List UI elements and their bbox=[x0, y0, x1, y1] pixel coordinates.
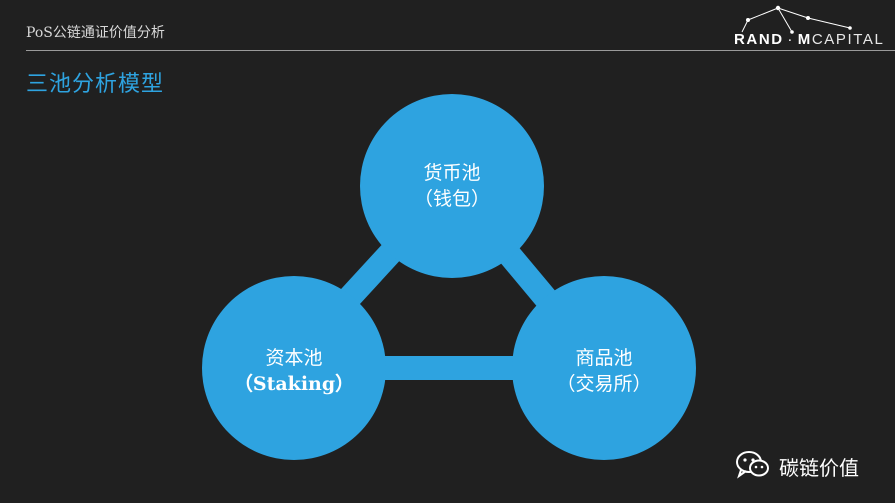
capital-pool-label: 资本池 （Staking） bbox=[194, 345, 394, 397]
logo-wordmark: RAND·MCAPITAL bbox=[734, 31, 884, 48]
capital-pool-name: 资本池 bbox=[265, 347, 323, 369]
logo-o-dot-icon: · bbox=[787, 31, 795, 48]
random-capital-logo: RAND·MCAPITAL bbox=[726, 4, 895, 50]
commodity-pool-label: 商品池 （交易所） bbox=[504, 345, 704, 397]
capital-pool-circle bbox=[202, 276, 386, 460]
logo-text-m: M bbox=[797, 31, 812, 48]
commodity-pool-name: 商品池 bbox=[575, 347, 633, 369]
logo-text-rand: RAND bbox=[734, 31, 784, 48]
logo-text-capital: CAPITAL bbox=[811, 31, 885, 48]
watermark-text: 碳链价值 bbox=[779, 456, 859, 480]
wechat-icon bbox=[736, 451, 769, 479]
commodity-pool-subtitle: （交易所） bbox=[556, 373, 652, 395]
commodity-pool-circle bbox=[512, 276, 696, 460]
constellation-icon bbox=[741, 5, 852, 34]
money-pool-circle bbox=[360, 94, 544, 278]
money-pool-subtitle: （钱包） bbox=[413, 188, 490, 210]
money-pool-name: 货币池 bbox=[423, 162, 481, 184]
money-pool-label: 货币池 （钱包） bbox=[352, 160, 552, 212]
capital-pool-subtitle: （Staking） bbox=[233, 373, 355, 395]
section-title: 三池分析模型 bbox=[26, 72, 165, 97]
header-title: PoS公链通证价值分析 bbox=[26, 25, 165, 41]
header-divider bbox=[26, 50, 895, 51]
